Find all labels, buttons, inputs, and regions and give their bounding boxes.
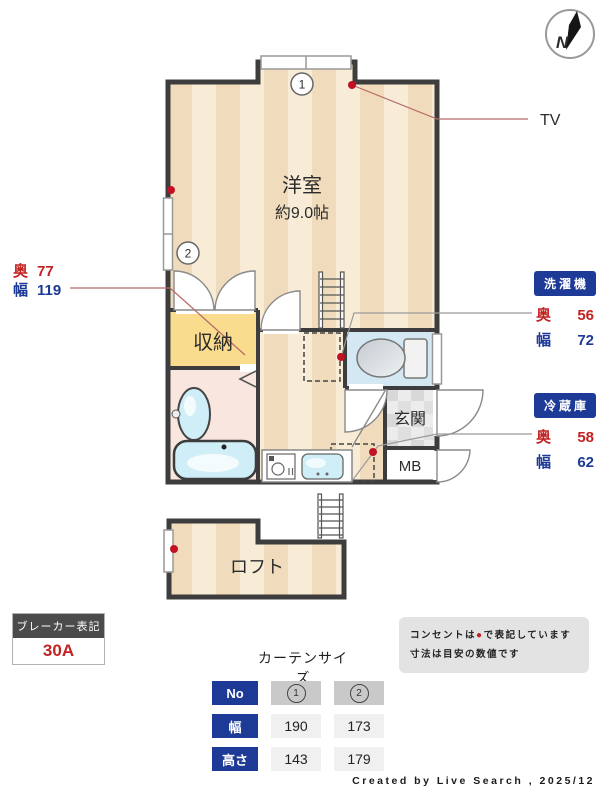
washer-annotation: 洗濯機 奥 56 幅 72 xyxy=(534,271,596,354)
curtain-width-2: 173 xyxy=(334,714,384,738)
curtain-size-table: No 1 2 幅 190 173 高さ 143 179 xyxy=(212,681,384,771)
note-box: コンセントは●で表記しています 寸法は目安の数値です xyxy=(399,617,589,674)
mb-door xyxy=(436,449,471,483)
curtain-height-1: 143 xyxy=(271,747,321,771)
closet-door-right xyxy=(214,270,256,311)
closet-dimensions: 奥 77 幅 119 xyxy=(13,262,65,300)
washer-title: 洗濯機 xyxy=(534,271,596,296)
entrance-step-line xyxy=(351,390,386,448)
loft-label: ロフト xyxy=(230,557,284,577)
circled-1-icon: 1 xyxy=(286,683,306,703)
note-line-2: 寸法は目安の数値です xyxy=(410,648,521,660)
tub-drain xyxy=(221,444,227,450)
windows xyxy=(162,55,443,573)
leader-lines xyxy=(70,84,532,482)
curtain-row-width-label: 幅 xyxy=(212,714,258,738)
note-line1-before: コンセントは xyxy=(410,630,477,641)
window-2-tag: 2 xyxy=(185,247,192,261)
fridge-annotation: 冷蔵庫 奥 58 幅 62 xyxy=(534,393,596,476)
compass: N xyxy=(545,9,595,59)
credit-text: Created by Live Search , 2025/12 xyxy=(352,775,595,787)
fridge-depth-label: 奥 xyxy=(536,429,552,446)
outlet-dot-icon xyxy=(348,81,356,89)
main-room-size: 約9.0帖 xyxy=(275,204,329,222)
sink-tap xyxy=(171,409,181,419)
outlet-dot-icon xyxy=(170,545,178,553)
toilet-window xyxy=(431,333,443,385)
curtain-window-2-header: 2 xyxy=(334,681,384,705)
outlet-dot-icon: ● xyxy=(476,630,484,641)
loft-ladder-lower xyxy=(317,493,344,539)
outlet-dot-icon xyxy=(337,353,345,361)
loft-ladder-upper xyxy=(318,271,345,329)
note-line-1: コンセントは●で表記しています xyxy=(410,626,578,646)
room-door xyxy=(260,290,301,331)
floor-fills xyxy=(168,62,437,597)
curtain-width-1: 190 xyxy=(271,714,321,738)
fridge-title: 冷蔵庫 xyxy=(534,393,596,418)
toilet-door xyxy=(344,389,388,433)
breaker-value: 30A xyxy=(42,641,75,660)
circled-2-icon: 2 xyxy=(349,683,369,703)
compass-north-label: N xyxy=(556,33,569,52)
note-line1-after: で表記しています xyxy=(483,630,572,641)
washer-depth-label: 奥 xyxy=(536,307,552,324)
fridge-leader xyxy=(351,433,532,482)
fixtures xyxy=(171,338,428,483)
closet-width-label: 幅 xyxy=(13,282,29,299)
closet-label: 収納 xyxy=(193,331,233,354)
closet-leader xyxy=(70,287,246,356)
outlet-dot-icon xyxy=(369,448,377,456)
fridge-width-value: 62 xyxy=(577,454,594,471)
curtain-window-1-header: 1 xyxy=(271,681,321,705)
main-room-label: 洋室 xyxy=(282,174,322,197)
outlet-dot-icon xyxy=(167,186,175,194)
entrance-door xyxy=(436,389,484,437)
curtain-col-header: No xyxy=(212,681,258,705)
curtain-height-2: 179 xyxy=(334,747,384,771)
closet-width-value: 119 xyxy=(37,282,62,299)
compass-needle-icon xyxy=(566,11,581,50)
toilet-bowl xyxy=(356,338,406,378)
entrance-label: 玄関 xyxy=(394,410,426,428)
closet-depth-value: 77 xyxy=(37,263,54,280)
tv-label: TV xyxy=(540,112,561,129)
washer-depth-value: 56 xyxy=(577,307,594,324)
washer-leader xyxy=(340,312,532,358)
bath-folding-door xyxy=(238,370,257,388)
breaker-box: ブレーカー表記 30A xyxy=(12,613,105,665)
outlet-dots xyxy=(167,81,377,553)
fridge-width-label: 幅 xyxy=(536,454,552,471)
window-number-tags: 1 2 xyxy=(176,72,314,265)
window-1-tag: 1 xyxy=(299,78,306,92)
tv-leader xyxy=(351,84,528,120)
toilet-tank xyxy=(403,338,428,379)
breaker-title: ブレーカー表記 xyxy=(13,614,104,638)
closet-depth-label: 奥 xyxy=(13,263,29,280)
fridge-depth-value: 58 xyxy=(577,429,594,446)
bathroom-sink xyxy=(177,387,211,441)
door-swings xyxy=(173,270,484,483)
washer-width-value: 72 xyxy=(577,332,594,349)
meter-box-label: MB xyxy=(399,458,422,475)
washer-width-label: 幅 xyxy=(536,332,552,349)
curtain-row-height-label: 高さ xyxy=(212,747,258,771)
